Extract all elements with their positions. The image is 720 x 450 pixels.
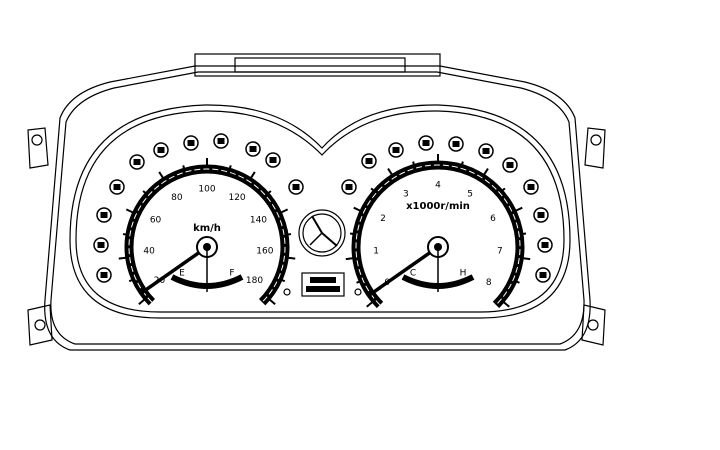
oil-icon [93,237,109,253]
tpms-icon [533,207,549,223]
gauge-tick [503,301,510,308]
light-icon [478,143,494,159]
gauge-tick [182,165,186,169]
scale-label: 1 [373,247,379,257]
clock [298,209,346,257]
scale-label: 3 [403,189,409,199]
scale-label: 40 [143,246,155,256]
scale-label: 4 [435,181,441,191]
brake-icon [183,135,199,151]
needle [140,245,209,295]
scale-label: 7 [497,247,503,257]
scale-label: 6 [490,214,496,224]
speedometer: 20406080100120140160180km/hEF [118,158,296,306]
turn-left-icon [213,133,229,149]
unit-label: km/h [193,223,221,234]
clock-hour-hand [311,215,323,234]
scale-label: 140 [250,216,267,226]
gauge-tick [366,301,373,308]
parking-icon [361,153,377,169]
scale-label: 120 [228,193,245,203]
dimmer-button[interactable] [354,288,362,296]
scale-label: 5 [467,189,473,199]
sub-gauge-min-label: E [179,269,185,279]
turn-right-icon [245,141,261,157]
trip-reset-button[interactable] [283,288,291,296]
unit-label: x1000r/min [406,201,470,212]
gauge-tick [281,279,286,283]
gauge-tick [118,256,126,260]
scale-label: 180 [246,276,263,286]
gauge-tick [345,257,353,261]
gauge-tick [516,280,520,284]
scale-label: 100 [198,185,215,195]
gauge-tick [267,190,272,194]
seat-icon [537,237,553,253]
engine-icon [129,154,145,170]
sub-gauge-min-label: C [410,269,416,279]
gauge-tick [158,171,164,179]
gauge-tick [280,208,289,214]
gauge-tick [125,208,134,214]
gauge-tick [370,187,375,192]
gauge-tick [501,187,506,192]
scale-label: 2 [380,214,386,224]
gauge-tick [128,279,133,283]
gauge-tick [250,171,256,179]
airbag-icon [109,179,125,195]
gauge-tick [228,165,232,169]
seatbelt-icon [96,267,112,283]
battery-icon [96,207,112,223]
charge-icon [523,179,539,195]
needle [368,245,440,297]
sub-gauge-max-label: H [460,269,467,279]
abs-icon [341,179,357,195]
sub-gauge-arc [170,274,244,289]
scale-label: 160 [256,246,273,256]
gauge-tick [353,206,361,212]
gauge-tick [523,257,531,261]
gauge-tick [269,298,276,305]
gauge-tick [515,206,523,212]
lamp-icon [535,267,551,283]
cluster-housing [27,53,606,351]
gauge-tick [387,168,393,176]
gauge-tick [288,256,296,260]
glow-plug-icon [388,142,404,158]
digital-display [301,272,345,297]
sub-gauge-arc [401,274,475,289]
high-beam-icon [288,179,304,195]
indicator-icons [93,133,553,283]
fog-light-icon [265,152,281,168]
warning-icon [502,157,518,173]
gauge-tick [356,280,360,284]
gauge-tick [138,298,145,305]
clock-minute-hand [321,232,338,247]
dial-face [69,104,571,319]
scale-label: 80 [171,193,183,203]
gauge-tick [483,168,489,176]
scale-label: 60 [150,216,162,226]
gauge-tick [461,161,464,165]
coolant-icon [448,136,464,152]
gauge-tick [412,161,415,165]
gauge-tick [142,190,147,194]
scale-label: 8 [486,278,492,288]
fuel-icon [418,135,434,151]
sub-gauge-max-label: F [229,269,234,279]
door-icon [153,142,169,158]
